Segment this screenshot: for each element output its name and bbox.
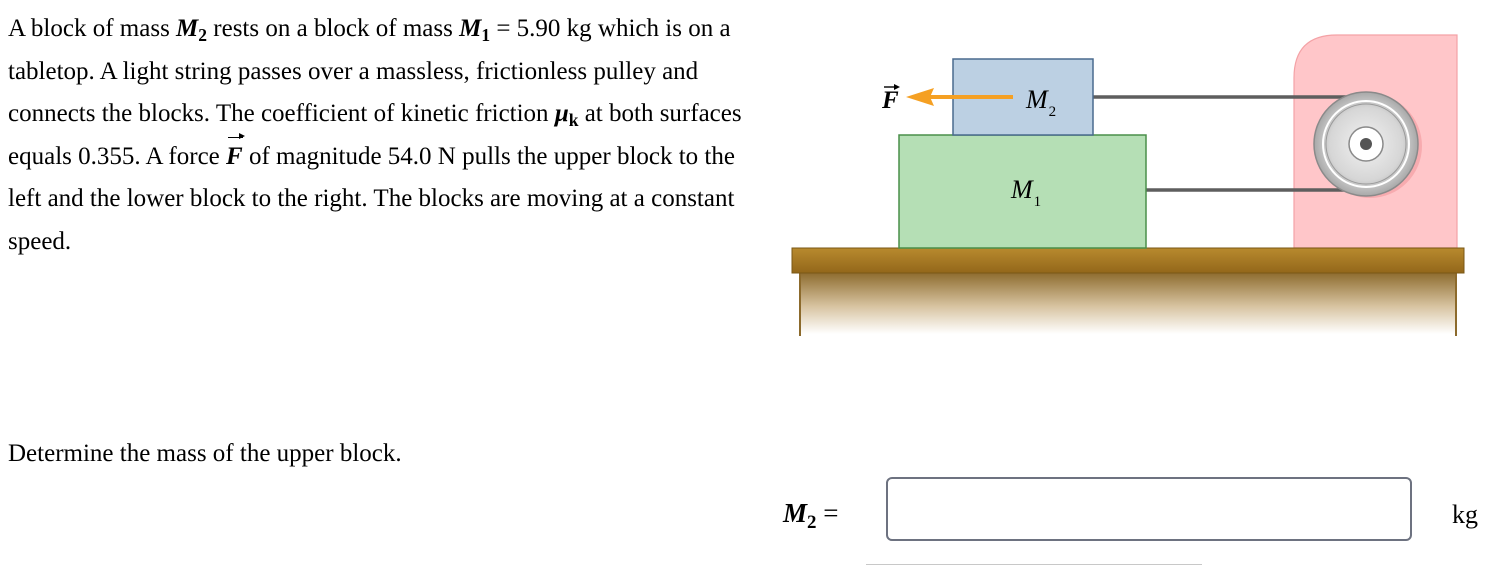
intro-text: A block of mass [8,15,177,42]
problem-text-2: which is on a tabletop. A light string p… [8,15,731,127]
force-vector-arrow-icon [884,84,900,90]
tabletop [791,247,1465,274]
pulley-icon [1313,91,1422,198]
force-label: F [881,87,899,114]
lower-block [898,134,1147,249]
m1-value-text: = 5.90 kg [490,15,592,42]
problem-text-3: at both surfaces equals 0.355. A force [8,100,742,170]
mass-answer-input[interactable] [886,477,1412,541]
answer-unit: kg [1452,500,1478,529]
upper-block-label: M2 [1025,85,1056,120]
force-arrow-icon [906,88,1013,106]
m1-symbol: M1 [459,15,491,46]
blocks-pulley-diagram: M1 M2 F [791,34,1465,336]
rest-on-text: rests on a block of mass [207,15,460,42]
lower-block-label: M1 [1010,175,1041,210]
table-body [799,272,1457,334]
force-symbol: F [226,132,245,179]
m2-symbol: M2 [176,15,208,46]
problem-text-4: of magnitude 54.0 N pulls the upper bloc… [8,142,735,255]
problem-statement: A block of mass M2 rests on a block of m… [8,8,748,263]
next-element-edge [866,564,1202,569]
answer-row: M2 = kg [0,470,1502,550]
mu-symbol: μk [554,100,579,131]
answer-label: M2 = [783,498,839,533]
question-text: Determine the mass of the upper block. [8,440,402,467]
